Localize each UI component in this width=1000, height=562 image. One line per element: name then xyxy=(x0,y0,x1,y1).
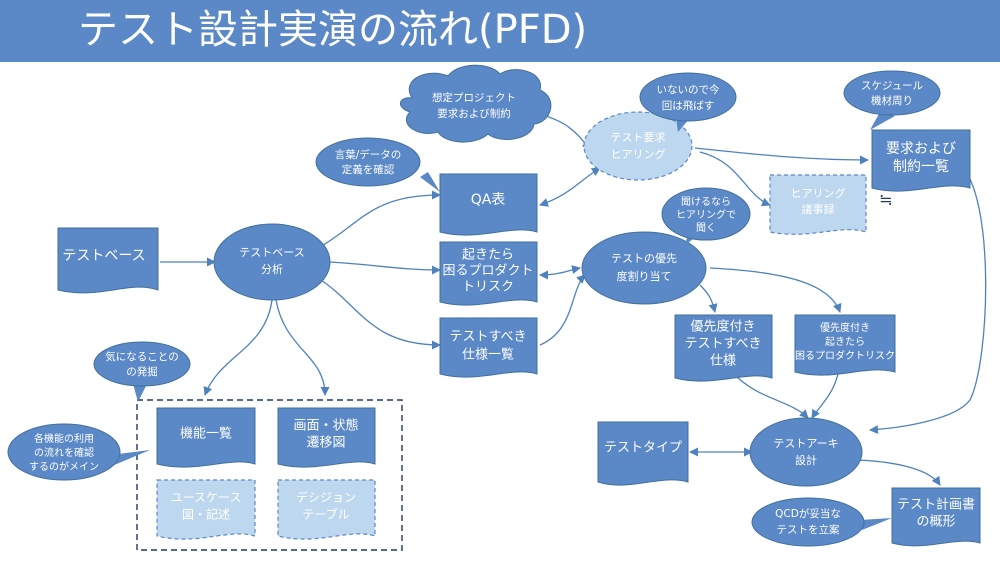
node-requirements-list: 要求および 制約一覧 xyxy=(871,129,971,192)
callout-skip-absent: いないので今 回は飛ばす xyxy=(639,72,737,132)
node-function-list: 機能一覧 xyxy=(156,407,256,468)
callout-concerns: 気になることの の発掘 xyxy=(93,341,191,402)
svg-text:度割り当て: 度割り当て xyxy=(617,269,672,283)
node-product-risk: 起きたら 困るプロダクト トリスク xyxy=(439,241,538,306)
svg-text:デシジョン: デシジョン xyxy=(296,490,356,505)
edge-spec-priority xyxy=(539,274,586,346)
edge-hearing-to-req xyxy=(694,147,869,165)
svg-text:困るプロダクトリスク: 困るプロダクトリスク xyxy=(795,349,895,362)
edge-priority-to-prisk xyxy=(709,267,842,313)
node-test-architecture: テストアーキ 設計 xyxy=(749,417,863,487)
svg-text:テーブル: テーブル xyxy=(302,507,349,522)
svg-text:設計: 設計 xyxy=(795,453,817,467)
approx-symbol: ≒ xyxy=(879,190,892,209)
svg-text:トリスク: トリスク xyxy=(462,280,514,295)
svg-text:図・記述: 図・記述 xyxy=(182,507,230,522)
node-qa-table: QA表 xyxy=(439,173,538,236)
svg-text:各機能の利用: 各機能の利用 xyxy=(34,432,94,445)
callout-usage-flow: 各機能の利用 の流れを確認 するのがメイン xyxy=(7,423,150,481)
svg-text:機能一覧: 機能一覧 xyxy=(180,426,232,442)
svg-text:ユースケース: ユースケース xyxy=(171,491,242,505)
edge-qa-hearing xyxy=(539,167,601,207)
svg-text:要求および制約: 要求および制約 xyxy=(437,107,511,120)
page-title: テスト設計実演の流れ(PFD) xyxy=(78,7,588,53)
edge-req-to-arch xyxy=(869,164,987,434)
node-prioritized-risk: 優先度付き 起きたら 困るプロダクトリスク xyxy=(794,314,896,376)
svg-text:起きたら: 起きたら xyxy=(825,336,865,348)
node-screen-state: 画面・状態 遷移図 xyxy=(277,407,376,468)
node-test-base: テストベース xyxy=(57,227,159,294)
svg-text:聞く: 聞く xyxy=(696,222,716,234)
svg-text:起きたら: 起きたら xyxy=(462,248,514,263)
svg-text:テストすべき: テストすべき xyxy=(449,330,526,345)
svg-text:ヒアリングで: ヒアリングで xyxy=(676,208,736,221)
edge-analysis-to-qa xyxy=(317,190,441,249)
callout-qcd: QCDが妥当な テストを立案 xyxy=(751,497,892,547)
svg-text:QA表: QA表 xyxy=(471,192,506,208)
edge-analysis-to-spec xyxy=(317,277,441,350)
node-spec-list: テストすべき 仕様一覧 xyxy=(439,317,538,378)
svg-text:仕様一覧: 仕様一覧 xyxy=(462,347,514,363)
svg-text:いないので今: いないので今 xyxy=(657,83,720,96)
callout-schedule: スケジュール 機材周り xyxy=(843,70,941,130)
node-test-plan: テスト計画書 の概形 xyxy=(891,487,981,547)
edge-arch-to-plan xyxy=(857,459,941,486)
svg-text:テスト要求: テスト要求 xyxy=(611,131,666,144)
node-usecase: ユースケース 図・記述 xyxy=(156,479,256,540)
svg-text:優先度付き: 優先度付き xyxy=(820,321,870,334)
svg-text:するのがメイン: するのがメイン xyxy=(29,460,99,473)
node-prioritized-spec: 優先度付き テストすべき 仕様 xyxy=(674,314,773,382)
callout-ask-if-possible: 聞けるなら ヒアリングで 聞く xyxy=(661,187,751,246)
svg-text:分析: 分析 xyxy=(261,262,283,276)
svg-text:スケジュール: スケジュール xyxy=(861,80,923,92)
svg-text:定義を確認: 定義を確認 xyxy=(342,163,395,176)
edge-analysis-to-func xyxy=(203,299,273,396)
svg-text:気になることの: 気になることの xyxy=(105,350,178,363)
svg-text:の流れを確認: の流れを確認 xyxy=(34,446,94,459)
svg-text:テストを立案: テストを立案 xyxy=(777,523,840,536)
svg-text:要求および: 要求および xyxy=(886,141,956,157)
edge-hearing-to-notes xyxy=(699,151,771,207)
svg-text:テストアーキ: テストアーキ xyxy=(773,437,838,450)
svg-text:の概形: の概形 xyxy=(916,515,955,530)
edge-priority-to-pspec xyxy=(699,284,718,313)
svg-text:テストすべき: テストすべき xyxy=(684,337,761,352)
svg-text:テストベース: テストベース xyxy=(239,246,304,259)
node-test-base-analysis: テストベース 分析 xyxy=(213,223,331,301)
svg-text:テストベース: テストベース xyxy=(62,248,145,264)
svg-text:ヒアリング: ヒアリング xyxy=(791,186,846,200)
svg-text:困るプロダクト: 困るプロダクト xyxy=(442,264,533,279)
svg-text:テストの優先: テストの優先 xyxy=(611,252,677,265)
svg-text:遷移図: 遷移図 xyxy=(306,436,345,451)
node-test-type: テストタイプ xyxy=(597,421,689,486)
svg-text:QCDが妥当な: QCDが妥当な xyxy=(775,507,841,520)
title-bar: テスト設計実演の流れ(PFD) xyxy=(0,0,1000,62)
edge-analysis-to-screen xyxy=(275,299,330,396)
svg-text:言葉/データの: 言葉/データの xyxy=(335,148,402,161)
test-base-group xyxy=(136,399,403,551)
svg-text:仕様: 仕様 xyxy=(710,354,736,369)
edge-pspec-to-arch xyxy=(734,374,809,419)
svg-text:テストタイプ: テストタイプ xyxy=(604,441,682,456)
node-hearing: テスト要求 ヒアリング xyxy=(583,111,693,181)
node-priority: テストの優先 度割り当て xyxy=(581,231,707,305)
svg-text:機材周り: 機材周り xyxy=(871,94,913,107)
callout-define-terms: 言葉/データの 定義を確認 xyxy=(315,137,440,192)
svg-text:優先度付き: 優先度付き xyxy=(690,319,755,335)
svg-text:議事録: 議事録 xyxy=(802,202,835,216)
svg-text:回は飛ばす: 回は飛ばす xyxy=(662,100,715,112)
svg-text:テスト計画書: テスト計画書 xyxy=(897,497,975,513)
edge-analysis-to-risk xyxy=(329,261,441,275)
svg-text:画面・状態: 画面・状態 xyxy=(293,418,358,434)
node-decision-table: デシジョン テーブル xyxy=(277,479,376,540)
callout-project-cloud: 想定プロジェクト 要求および制約 xyxy=(400,64,552,143)
svg-text:聞けるなら: 聞けるなら xyxy=(681,196,731,208)
edge-risk-priority xyxy=(539,265,581,280)
node-hearing-notes: ヒアリング 議事録 xyxy=(769,174,867,235)
svg-text:ヒアリング: ヒアリング xyxy=(611,147,666,161)
svg-text:制約一覧: 制約一覧 xyxy=(893,158,949,175)
svg-text:の発掘: の発掘 xyxy=(126,365,158,378)
svg-text:想定プロジェクト: 想定プロジェクト xyxy=(432,91,516,104)
